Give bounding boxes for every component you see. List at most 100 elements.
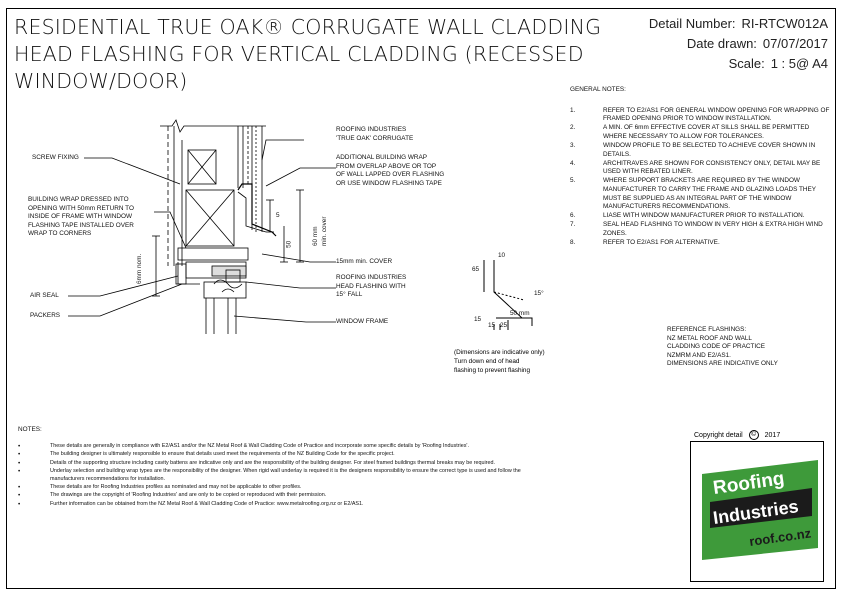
label-head-flashing: ROOFING INDUSTRIES HEAD FLASHING WITH 15… — [336, 274, 406, 300]
title-line-2: HEAD FLASHING FOR VERTICAL CLADDING (REC… — [14, 42, 584, 66]
note-number: 7. — [570, 221, 576, 229]
drawing-frame — [6, 8, 836, 589]
label-line: 15° FALL — [336, 291, 363, 299]
label-building-wrap: BUILDING WRAP DRESSED INTO OPENING WITH … — [28, 196, 134, 239]
bullet: • — [18, 468, 21, 476]
drawing-title: RESIDENTIAL TRUE OAK® CORRUGATE WALL CLA… — [14, 14, 602, 95]
notes-heading: NOTES: — [18, 426, 42, 433]
bullet: • — [18, 459, 21, 467]
profile-dim: 25 — [500, 322, 508, 329]
label-line: INSIDE OF FRAME WITH WINDOW — [28, 213, 133, 221]
label-line: ROOFING INDUSTRIES — [336, 274, 407, 281]
bullet: • — [18, 492, 21, 500]
scale-value: 1 : 5@ A4 — [770, 56, 828, 71]
general-note-item: 2.A MIN. OF 6mm EFFECTIVE COVER AT SILLS… — [570, 124, 832, 141]
bullet: • — [18, 483, 21, 491]
label-line: WRAP TO CORNERS — [28, 230, 92, 238]
label-line: ROOFING INDUSTRIES — [336, 126, 407, 133]
title-line-1: RESIDENTIAL TRUE OAK® CORRUGATE WALL CLA… — [14, 15, 602, 39]
label-window-frame: WINDOW FRAME — [336, 318, 389, 325]
general-notes: GENERAL NOTES: 1. REFER TO E2/AS1 FOR GEN… — [570, 86, 832, 248]
title-block: Detail Number:RI-RTCW012A Date drawn:07/… — [649, 14, 828, 74]
reference-line: CLADDING CODE OF PRACTICE — [667, 343, 766, 351]
profile-dim: 15 — [488, 322, 496, 329]
scale-label: Scale: — [728, 56, 765, 71]
profile-dim: 50 mm — [510, 310, 530, 317]
note-line: (Dimensions are indicative only) — [454, 349, 545, 356]
profile-dim: 15° — [534, 290, 544, 297]
copyright-year: 2017 — [764, 431, 781, 439]
copyright-label: Copyright detail — [694, 431, 743, 439]
reference-line: REFERENCE FLASHINGS: — [667, 326, 747, 333]
note-text: WINDOW PROFILE TO BE SELECTED TO ACHIEVE… — [603, 141, 816, 158]
general-note-item: 3. WINDOW PROFILE TO BE SELECTED TO ACHIE… — [570, 142, 832, 159]
label-line: FROM OVERLAP ABOVE OR TOP — [336, 162, 437, 170]
reference-line: DIMENSIONS ARE INDICATIVE ONLY — [667, 360, 778, 368]
label-line: min. cover — [320, 216, 328, 246]
label-additional-wrap: ADDITIONAL BUILDING WRAP FROM OVERLAP AB… — [336, 154, 444, 188]
detail-number-value: RI-RTCW012A — [741, 16, 828, 31]
label-line: 60 mm — [312, 226, 319, 246]
bullet: • — [18, 451, 21, 459]
label-dim-5: 5 — [276, 212, 280, 219]
note-text: A MIN. OF 6mm EFFECTIVE COVER AT SILLS S… — [603, 124, 810, 140]
note-text: The building designer is ultimately resp… — [50, 451, 395, 458]
general-notes-heading: GENERAL NOTES: — [570, 86, 626, 93]
label-line: OR USE WINDOW FLASHING TAPE — [336, 179, 442, 187]
note-text: LIASE WITH WINDOW MANUFACTURER PRIOR TO … — [603, 212, 805, 220]
profile-dim: 10 — [498, 252, 506, 259]
note-item: • Further information can be obtained fro… — [18, 501, 538, 510]
note-text: WHERE SUPPORT BRACKETS ARE REQUIRED BY T… — [603, 177, 816, 211]
note-item: •The drawings are the copyright of 'Roof… — [18, 492, 538, 501]
note-text: These details are for Roofing Industries… — [50, 483, 302, 490]
note-number: 6. — [570, 212, 576, 220]
note-line: Turn down end of head — [454, 358, 520, 365]
general-note-item: 1. REFER TO E2/AS1 FOR GENERAL WINDOW OPE… — [570, 107, 832, 124]
note-item: •Underlay selection and building wrap ty… — [18, 468, 538, 483]
profile-note: (Dimensions are indicative only) Turn do… — [454, 348, 545, 375]
note-line: flashing to prevent flashing — [454, 367, 531, 374]
reference-flashings: REFERENCE FLASHINGS: NZ METAL ROOF AND W… — [667, 326, 815, 369]
note-number: 8. — [570, 239, 576, 246]
general-note-item: 6. LIASE WITH WINDOW MANUFACTURER PRIOR T… — [570, 212, 832, 221]
note-text: Details of the supporting structure incl… — [50, 459, 495, 466]
note-number: 4. — [570, 159, 576, 167]
reference-line: NZMRM AND E2/AS1. — [667, 351, 731, 359]
label-line: FLASHING TAPE INSTALLED OVER — [28, 221, 134, 229]
logo-dark-band — [710, 488, 812, 528]
label-line: ADDITIONAL BUILDING WRAP — [336, 154, 428, 161]
profile-dim: 65 — [472, 266, 480, 273]
date-drawn-label: Date drawn: — [686, 36, 757, 51]
general-note-item: 8. REFER TO E2/AS1 FOR ALTERNATIVE. — [570, 239, 832, 248]
label-line: 'TRUE OAK' CORRUGATE — [336, 134, 414, 142]
label-60mm-cover: 60 mm min. cover — [312, 217, 329, 246]
note-text: These details are generally in complianc… — [50, 442, 469, 449]
label-line: OPENING WITH 50mm RETURN TO — [28, 204, 134, 212]
label-15mm-cover: 15mm min. COVER — [336, 258, 393, 265]
notes: NOTES: • These details are generally in c… — [18, 426, 538, 509]
note-text: SEAL HEAD FLASHING TO WINDOW IN VERY HIG… — [603, 221, 823, 237]
note-item: • These details are for Roofing Industrie… — [18, 484, 538, 493]
note-text: REFER TO E2/AS1 FOR ALTERNATIVE. — [603, 239, 720, 246]
note-text: Further information can be obtained from… — [50, 500, 364, 507]
label-roofing-corrugate: ROOFING INDUSTRIES 'TRUE OAK' CORRUGATE — [336, 126, 413, 143]
general-note-item: 4. ARCHITRAVES ARE SHOWN FOR CONSISTENCY … — [570, 160, 832, 177]
logo-panel — [690, 441, 824, 582]
note-number: 1. — [570, 106, 576, 114]
label-line: HEAD FLASHING WITH — [336, 282, 406, 290]
label-packers: PACKERS — [30, 312, 61, 319]
profile-dim: 15 — [474, 316, 482, 323]
label-line: OF WALL LAPPED OVER FLASHING — [336, 171, 445, 179]
label-6mm-nom: 6mm nom. — [136, 253, 143, 284]
label-line: BUILDING WRAP DRESSED INTO — [28, 196, 129, 203]
note-number: 5. — [570, 177, 576, 185]
note-text: ARCHITRAVES ARE SHOWN FOR CONSISTENCY ON… — [603, 159, 821, 176]
note-number: 3. — [570, 141, 576, 149]
note-item: • The building designer is ultimately res… — [18, 451, 538, 460]
note-item: • Details of the supporting structure inc… — [18, 460, 538, 469]
copyright: Copyright detail © 2017 — [694, 430, 780, 440]
note-text: REFER TO E2/AS1 FOR GENERAL WINDOW OPENI… — [603, 106, 830, 123]
bullet: • — [18, 500, 21, 508]
reference-line: NZ METAL ROOF AND WALL — [667, 334, 752, 342]
